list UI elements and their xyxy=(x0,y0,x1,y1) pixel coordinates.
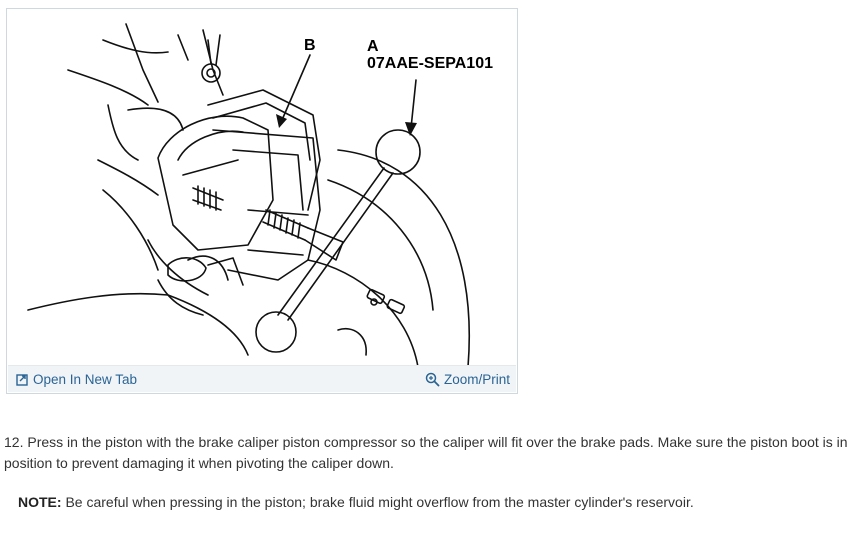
note-body: Be careful when pressing in the piston; … xyxy=(61,494,694,510)
tool-part-number: 07AAE-SEPA101 xyxy=(367,55,493,72)
brake-caliper-illustration: B A 07AAE-SEPA101 xyxy=(8,10,516,367)
step-instruction: 12. Press in the piston with the brake c… xyxy=(4,434,848,471)
figure-toolbar: Open In New Tab Zoom/Print xyxy=(8,365,516,392)
label-a: A xyxy=(367,38,379,55)
note-label: NOTE: xyxy=(18,494,62,510)
open-new-tab-button[interactable]: Open In New Tab xyxy=(16,370,137,388)
label-b: B xyxy=(304,37,316,54)
zoom-print-label: Zoom/Print xyxy=(443,371,510,387)
open-new-tab-icon xyxy=(16,373,29,386)
open-new-tab-label: Open In New Tab xyxy=(33,371,138,387)
note-paragraph: NOTE: Be careful when pressing in the pi… xyxy=(18,492,848,513)
figure-card: B A 07AAE-SEPA101 Open In New Tab xyxy=(6,8,518,394)
illustration-drawing: B A 07AAE-SEPA101 xyxy=(27,23,493,367)
zoom-icon xyxy=(425,372,440,387)
zoom-print-button[interactable]: Zoom/Print xyxy=(425,370,510,388)
